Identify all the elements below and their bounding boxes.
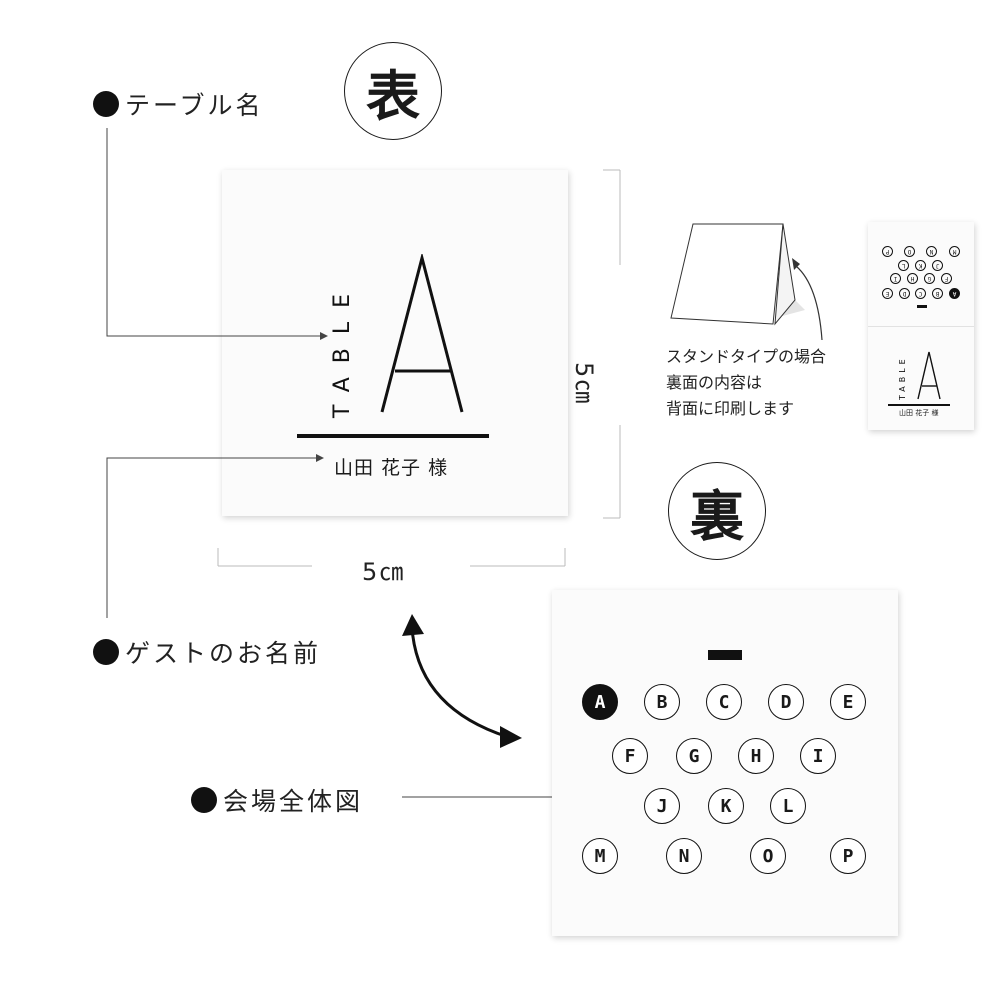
- mini-seat-e: E: [882, 288, 893, 299]
- seat-j: J: [644, 788, 680, 824]
- mini-seat-n: N: [926, 246, 937, 257]
- label-guest-name-text: ゲストのお名前: [125, 639, 322, 668]
- mini-seat-g: G: [924, 273, 935, 284]
- bullet-icon: [93, 91, 119, 117]
- bullet-icon: [93, 639, 119, 665]
- mini-seat-a: A: [949, 288, 960, 299]
- back-badge: 裏: [668, 462, 766, 560]
- label-guest-name: ゲストのお名前: [93, 634, 321, 670]
- label-table-name: テーブル名: [93, 86, 264, 122]
- seat-h: H: [738, 738, 774, 774]
- mini-seat-m: M: [949, 246, 960, 257]
- front-divider: [297, 434, 489, 438]
- mini-head-table-bar: [917, 305, 927, 308]
- stand-note-line3: 背面に印刷します: [666, 399, 795, 418]
- front-badge-label: 表: [366, 64, 420, 128]
- seat-p: P: [830, 838, 866, 874]
- mini-divider: [888, 404, 950, 406]
- mini-seat-c: C: [915, 288, 926, 299]
- back-badge-label: 裏: [690, 484, 744, 548]
- mini-seat-j: J: [932, 260, 943, 271]
- seat-l: L: [770, 788, 806, 824]
- mini-seat-k: K: [915, 260, 926, 271]
- seat-m: M: [582, 838, 618, 874]
- mini-seat-p: P: [882, 246, 893, 257]
- seat-g: G: [676, 738, 712, 774]
- mini-seat-i: I: [890, 273, 901, 284]
- head-table-bar: [708, 650, 742, 660]
- mini-fold-line: [868, 326, 974, 327]
- seat-c: C: [706, 684, 742, 720]
- seat-b: B: [644, 684, 680, 720]
- guest-name: 山田 花子 様: [334, 457, 449, 479]
- mini-seat-o: O: [904, 246, 915, 257]
- seat-n: N: [666, 838, 702, 874]
- mini-guest-name: 山田 花子 様: [899, 409, 939, 417]
- seat-f: F: [612, 738, 648, 774]
- front-badge: 表: [344, 42, 442, 140]
- stand-note: スタンドタイプの場合 裏面の内容は 背面に印刷します: [666, 344, 826, 422]
- mini-table-vertical-text: TABLE: [898, 355, 907, 400]
- height-dimension: 5㎝: [570, 362, 598, 406]
- seat-i: I: [800, 738, 836, 774]
- stand-note-line2: 裏面の内容は: [666, 373, 763, 392]
- mini-seat-f: F: [941, 273, 952, 284]
- seat-a: A: [582, 684, 618, 720]
- label-venue-map: 会場全体図: [191, 782, 363, 818]
- mini-table-letter: [917, 351, 941, 400]
- seat-e: E: [830, 684, 866, 720]
- mini-seat-b: B: [932, 288, 943, 299]
- seat-o: O: [750, 838, 786, 874]
- width-dimension: 5㎝: [362, 558, 406, 586]
- tent-card-illustration: [670, 223, 805, 326]
- bullet-icon: [191, 787, 217, 813]
- stand-note-line1: スタンドタイプの場合: [666, 347, 827, 366]
- mini-seat-l: L: [898, 260, 909, 271]
- mini-seat-h: H: [907, 273, 918, 284]
- table-letter: [380, 254, 464, 413]
- seat-d: D: [768, 684, 804, 720]
- seat-k: K: [708, 788, 744, 824]
- label-table-name-text: テーブル名: [125, 91, 264, 120]
- mini-seat-d: D: [899, 288, 910, 299]
- label-venue-map-text: 会場全体図: [223, 787, 364, 816]
